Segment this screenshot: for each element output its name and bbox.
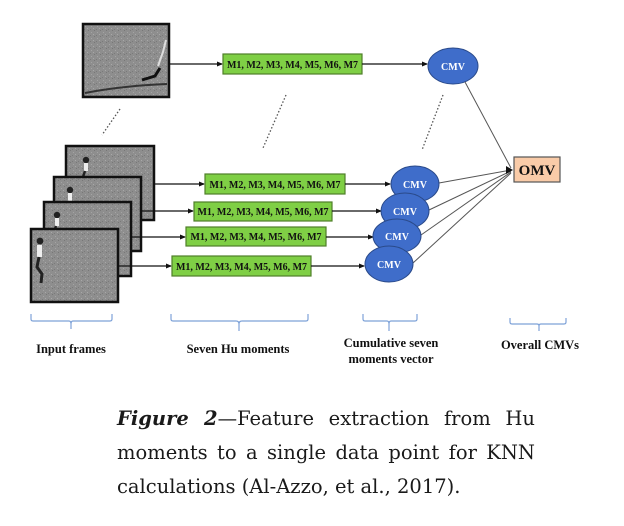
arrowhead-omv [506,166,513,174]
brace-overall [509,318,567,331]
caption-line-3: calculations (Al-Azzo, et al., 2017). [117,475,461,498]
feature-extraction-diagram: M1, M2, M3, M4, M5, M6, M7 CMV M1, M2, M… [29,22,579,366]
moments-box-2: M1, M2, M3, M4, M5, M6, M7 [193,201,333,222]
caption-line-2: moments to a single data point for KNN [117,441,535,464]
moments-box-top: M1, M2, M3, M4, M5, M6, M7 [222,53,363,75]
input-frame-top [81,22,171,99]
cmv-node-3: CMV [372,218,422,254]
label-input-frames: Input frames [36,342,106,356]
cmv-to-omv-connectors [412,81,512,264]
connector-cmv-3 [420,171,512,236]
label-hu-moments: Seven Hu moments [187,342,290,356]
figure-caption: Figure 2—Feature extraction from Hu mome… [117,402,535,504]
moments-label: M1, M2, M3, M4, M5, M6, M7 [209,180,340,191]
figure-number: Figure 2 [117,407,218,430]
cmv-node-top: CMV [427,47,479,85]
omv-label: OMV [519,163,556,179]
moments-box-3: M1, M2, M3, M4, M5, M6, M7 [185,226,327,247]
brace-input-frames [30,314,113,329]
brace-cumulative [362,314,418,331]
moments-box-4: M1, M2, M3, M4, M5, M6, M7 [171,255,312,277]
moments-label: M1, M2, M3, M4, M5, M6, M7 [176,262,307,273]
cmv-label: CMV [377,260,402,271]
moments-label: M1, M2, M3, M4, M5, M6, M7 [190,232,321,243]
connector-top-cmv [464,81,512,169]
caption-line-1: Figure 2—Feature extraction from Hu [117,402,535,436]
ellipsis-dots-cmv [421,94,444,151]
ellipsis-dots-moments [262,94,287,149]
label-cumulative-line1: Cumulative seven [344,336,439,350]
label-overall: Overall CMVs [501,338,579,352]
cmv-label: CMV [393,207,418,218]
ellipsis-dots-frames [101,108,121,136]
connector-cmv-2 [428,170,512,211]
omv-node: OMV [513,156,561,183]
cmv-label: CMV [385,232,410,243]
moments-label: M1, M2, M3, M4, M5, M6, M7 [227,60,358,71]
moments-box-1: M1, M2, M3, M4, M5, M6, M7 [204,173,346,195]
cmv-node-4: CMV [364,245,414,283]
label-cumulative-line2: moments vector [348,352,433,366]
input-frame-4 [29,227,120,304]
cmv-label: CMV [403,180,428,191]
brace-hu-moments [170,314,309,331]
connector-cmv-4 [412,172,512,264]
cmv-label: CMV [441,62,466,73]
connector-cmv-1 [438,169,512,184]
moments-label: M1, M2, M3, M4, M5, M6, M7 [197,207,328,218]
caption-line-1-text: —Feature extraction from Hu [217,407,535,430]
